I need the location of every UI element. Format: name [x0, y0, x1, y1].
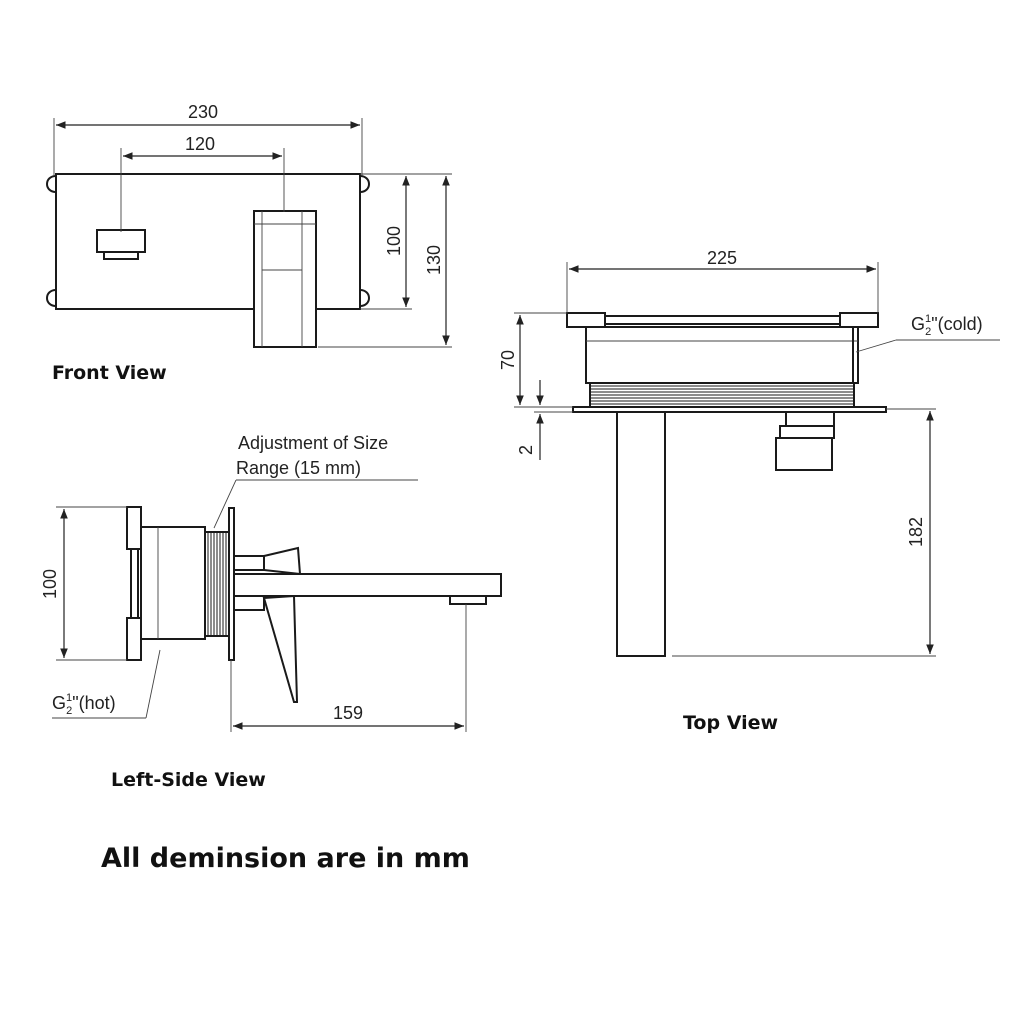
side-handle-lever: [262, 594, 299, 703]
side-handle-base: [233, 595, 265, 611]
front-cap-tl: [46, 175, 57, 193]
side-handle-top: [263, 546, 302, 576]
side-spout: [233, 573, 502, 597]
front-dim-total-height: 130: [424, 245, 444, 275]
front-cap-tr: [359, 175, 370, 193]
front-dim-spacing: 120: [185, 134, 215, 154]
front-handle-base: [103, 251, 139, 260]
front-cap-bl: [46, 289, 57, 307]
side-dim-height: 100: [40, 569, 60, 599]
top-cover-plate: [572, 406, 887, 413]
front-dim-body-height: 100: [384, 226, 404, 256]
top-handle-ring: [779, 425, 835, 439]
adjustment-note-line1: Adjustment of Size: [238, 433, 388, 453]
top-flange-right: [839, 312, 879, 328]
front-view: 230 120 100 130 Front View: [46, 102, 452, 384]
units-note: All deminsion are in mm: [101, 843, 470, 874]
front-cap-br: [359, 289, 370, 307]
side-flange-top: [126, 506, 142, 550]
top-dim-width: 225: [707, 248, 737, 268]
top-view-label: Top View: [683, 712, 778, 734]
top-dim-depth: 70: [498, 350, 518, 370]
front-handle: [96, 229, 146, 253]
top-dim-plate: 2: [516, 445, 536, 455]
top-flange-left: [566, 312, 606, 328]
top-handle-neck: [785, 411, 835, 427]
side-aerator: [449, 595, 487, 605]
top-spout: [616, 411, 666, 657]
side-view-label: Left-Side View: [111, 769, 266, 791]
side-handle-collar: [233, 555, 265, 571]
adjustment-note-line2: Range (15 mm): [236, 458, 361, 478]
side-flange-bottom: [126, 617, 142, 661]
side-body: [140, 526, 206, 640]
front-view-label: Front View: [52, 362, 167, 384]
top-dim-spout-length: 182: [906, 517, 926, 547]
side-view: 100 159 Adjustment of Size Range (15 mm)…: [40, 433, 502, 791]
top-body: [585, 326, 859, 384]
side-dim-projection: 159: [333, 703, 363, 723]
front-spout: [253, 210, 317, 348]
top-handle: [775, 437, 833, 471]
front-dim-width: 230: [188, 102, 218, 122]
